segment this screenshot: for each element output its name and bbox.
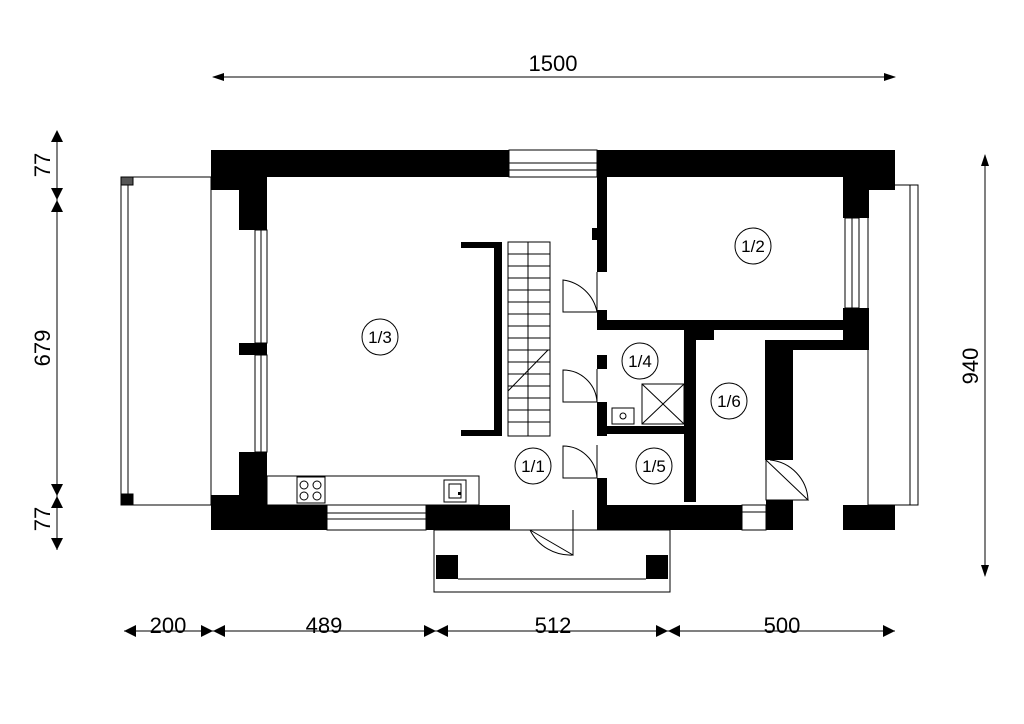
dim-bottom-512: 512	[535, 613, 572, 638]
exterior-walls	[211, 150, 895, 530]
dim-bottom-489: 489	[306, 613, 343, 638]
dim-bottom-500: 500	[764, 613, 801, 638]
dim-left-middle: 679	[30, 330, 55, 367]
dimension-right: 940	[958, 154, 989, 577]
dim-left-top: 77	[30, 153, 55, 177]
room-label-1-3: 1/3	[361, 318, 399, 356]
svg-text:1/6: 1/6	[717, 392, 741, 411]
doors	[529, 272, 810, 556]
svg-text:1/3: 1/3	[368, 328, 392, 347]
kitchen-counter	[266, 475, 480, 506]
room-label-1-6: 1/6	[710, 382, 748, 420]
bathroom-fixtures	[611, 383, 685, 425]
left-terrace	[120, 176, 212, 506]
right-terrace	[867, 184, 919, 506]
svg-text:940: 940	[958, 348, 983, 385]
dimension-left: 77 679 77	[30, 130, 63, 550]
svg-text:1/5: 1/5	[642, 457, 666, 476]
room-label-1-2: 1/2	[734, 227, 772, 265]
svg-text:1/1: 1/1	[521, 457, 545, 476]
dim-bottom-200: 200	[150, 613, 187, 638]
staircase	[461, 241, 551, 437]
windows	[254, 149, 860, 531]
room-label-1-5: 1/5	[635, 447, 673, 485]
interior-walls	[592, 177, 869, 506]
svg-text:1500: 1500	[529, 51, 578, 76]
room-label-1-4: 1/4	[621, 342, 659, 380]
dimension-top: 1500	[212, 51, 896, 81]
dimension-bottom: 200 489 512 500	[124, 613, 895, 638]
svg-text:1/2: 1/2	[741, 237, 765, 256]
room-label-1-1: 1/1	[514, 447, 552, 485]
entrance-porch	[433, 529, 671, 593]
svg-text:1/4: 1/4	[628, 352, 652, 371]
dim-left-bottom: 77	[30, 507, 55, 531]
